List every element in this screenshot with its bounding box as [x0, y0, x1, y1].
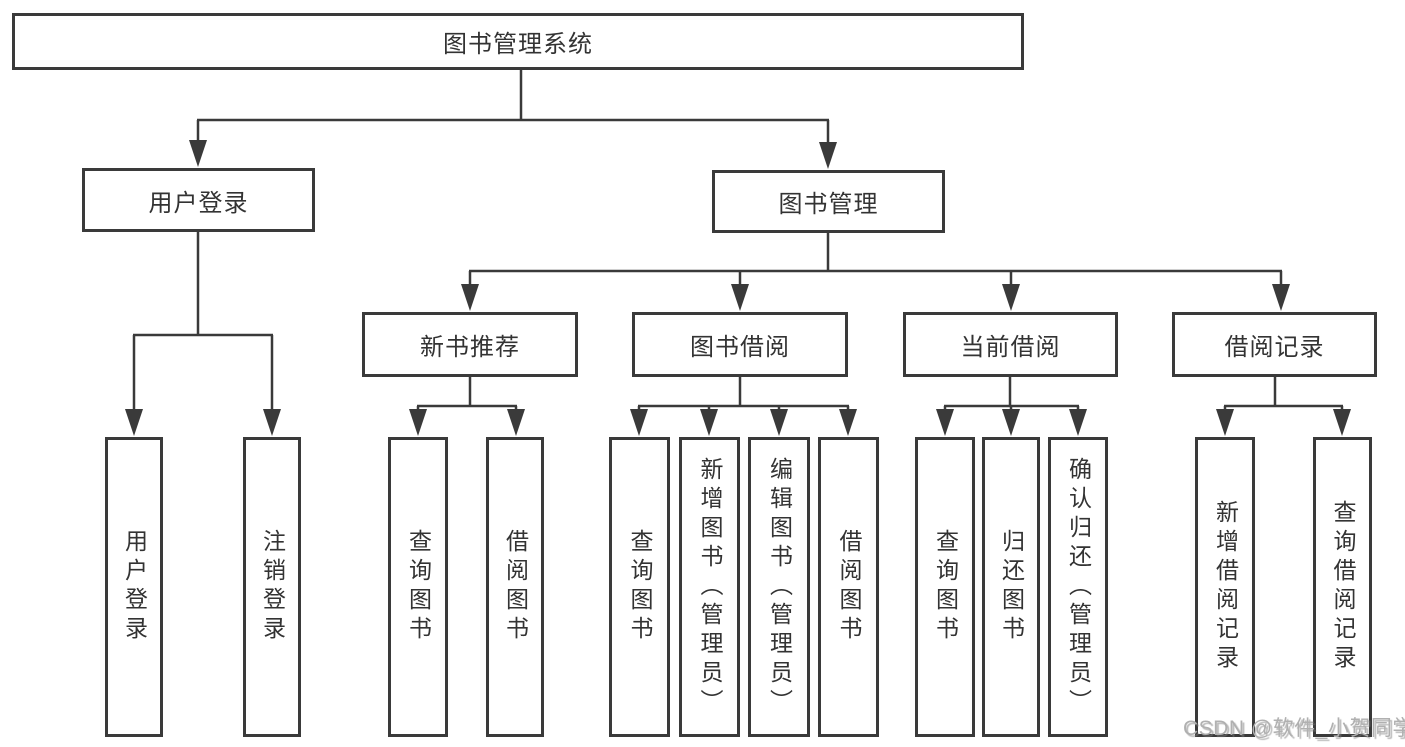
connector-bookborrow-to-leaves [637, 377, 850, 414]
leaf-cb-return: 归还图书 [982, 437, 1040, 737]
node-user-login: 用户登录 [82, 168, 315, 232]
leaf-cb-query-label: 查询图书 [932, 529, 959, 645]
leaf-cb-confirm: 确认归还（管理员） [1048, 437, 1108, 737]
arrow-down-icon [1333, 409, 1351, 436]
arrow-down-icon [125, 409, 143, 436]
arrow-down-icon [189, 140, 207, 167]
arrow-down-icon [819, 142, 837, 169]
arrow-down-icon [1002, 284, 1020, 311]
leaf-cb-confirm-label: 确认归还（管理员） [1065, 456, 1092, 718]
arrow-down-icon [936, 409, 954, 436]
node-new-book-rec: 新书推荐 [362, 312, 578, 377]
leaf-nbr-borrow: 借阅图书 [486, 437, 544, 737]
node-borrow-records-label: 借阅记录 [1224, 334, 1325, 361]
arrow-down-icon [731, 284, 749, 311]
leaf-br-query: 查询借阅记录 [1313, 437, 1372, 737]
leaf-user-login-label: 用户登录 [121, 529, 148, 645]
node-current-borrow-label: 当前借阅 [960, 334, 1061, 361]
csdn-watermark: CSDN @软件_小贺同学 [1183, 717, 1405, 740]
arrow-down-icon [630, 409, 648, 436]
leaf-bb-add-label: 新增图书（管理员） [697, 456, 723, 718]
arrow-down-icon [1002, 409, 1020, 436]
leaf-user-login: 用户登录 [105, 437, 163, 737]
leaf-bb-borrow-label: 借阅图书 [836, 529, 862, 645]
connector-newbookrec-to-leaves [416, 377, 518, 414]
leaf-br-add: 新增借阅记录 [1195, 437, 1255, 737]
node-root: 图书管理系统 [12, 13, 1024, 70]
connector-currentborrow-to-leaves [943, 377, 1080, 414]
node-current-borrow: 当前借阅 [903, 312, 1118, 377]
leaf-cb-query: 查询图书 [915, 437, 975, 737]
leaf-logout-label: 注销登录 [259, 529, 286, 645]
connector-borrowrecords-to-leaves [1223, 377, 1344, 414]
arrow-down-icon [461, 284, 479, 311]
arrow-down-icon [1272, 284, 1290, 311]
arrow-down-icon [263, 409, 281, 436]
node-borrow-records: 借阅记录 [1172, 312, 1377, 377]
node-book-mgmt-label: 图书管理 [778, 191, 879, 218]
leaf-bb-query-label: 查询图书 [627, 529, 653, 645]
leaf-logout: 注销登录 [243, 437, 301, 737]
node-user-login-label: 用户登录 [148, 189, 249, 217]
connector-userlogin-to-leaves [132, 232, 274, 414]
leaf-nbr-query-label: 查询图书 [405, 529, 432, 645]
node-book-mgmt: 图书管理 [712, 170, 945, 233]
node-root-label: 图书管理系统 [443, 31, 593, 58]
leaf-cb-return-label: 归还图书 [998, 529, 1025, 645]
leaf-nbr-borrow-label: 借阅图书 [502, 529, 529, 645]
leaf-bb-add: 新增图书（管理员） [679, 437, 740, 737]
leaf-bb-borrow: 借阅图书 [818, 437, 879, 737]
leaf-bb-edit: 编辑图书（管理员） [748, 437, 810, 737]
arrow-down-icon [507, 409, 525, 436]
arrow-down-icon [1069, 409, 1087, 436]
leaf-br-add-label: 新增借阅记录 [1212, 500, 1239, 674]
arrow-down-icon [700, 409, 718, 436]
arrow-down-icon [409, 409, 427, 436]
node-book-borrow: 图书借阅 [632, 312, 848, 377]
connector-bookmgmt-to-level3 [468, 233, 1283, 290]
node-new-book-rec-label: 新书推荐 [420, 334, 520, 361]
node-book-borrow-label: 图书借阅 [690, 334, 790, 361]
arrow-down-icon [839, 409, 857, 436]
leaf-nbr-query: 查询图书 [388, 437, 448, 737]
arrow-down-icon [770, 409, 788, 436]
leaf-br-query-label: 查询借阅记录 [1330, 500, 1356, 674]
arrow-down-icon [1216, 409, 1234, 436]
leaf-bb-query: 查询图书 [609, 437, 670, 737]
connector-root-to-level2 [196, 70, 830, 147]
leaf-bb-edit-label: 编辑图书（管理员） [766, 456, 793, 718]
